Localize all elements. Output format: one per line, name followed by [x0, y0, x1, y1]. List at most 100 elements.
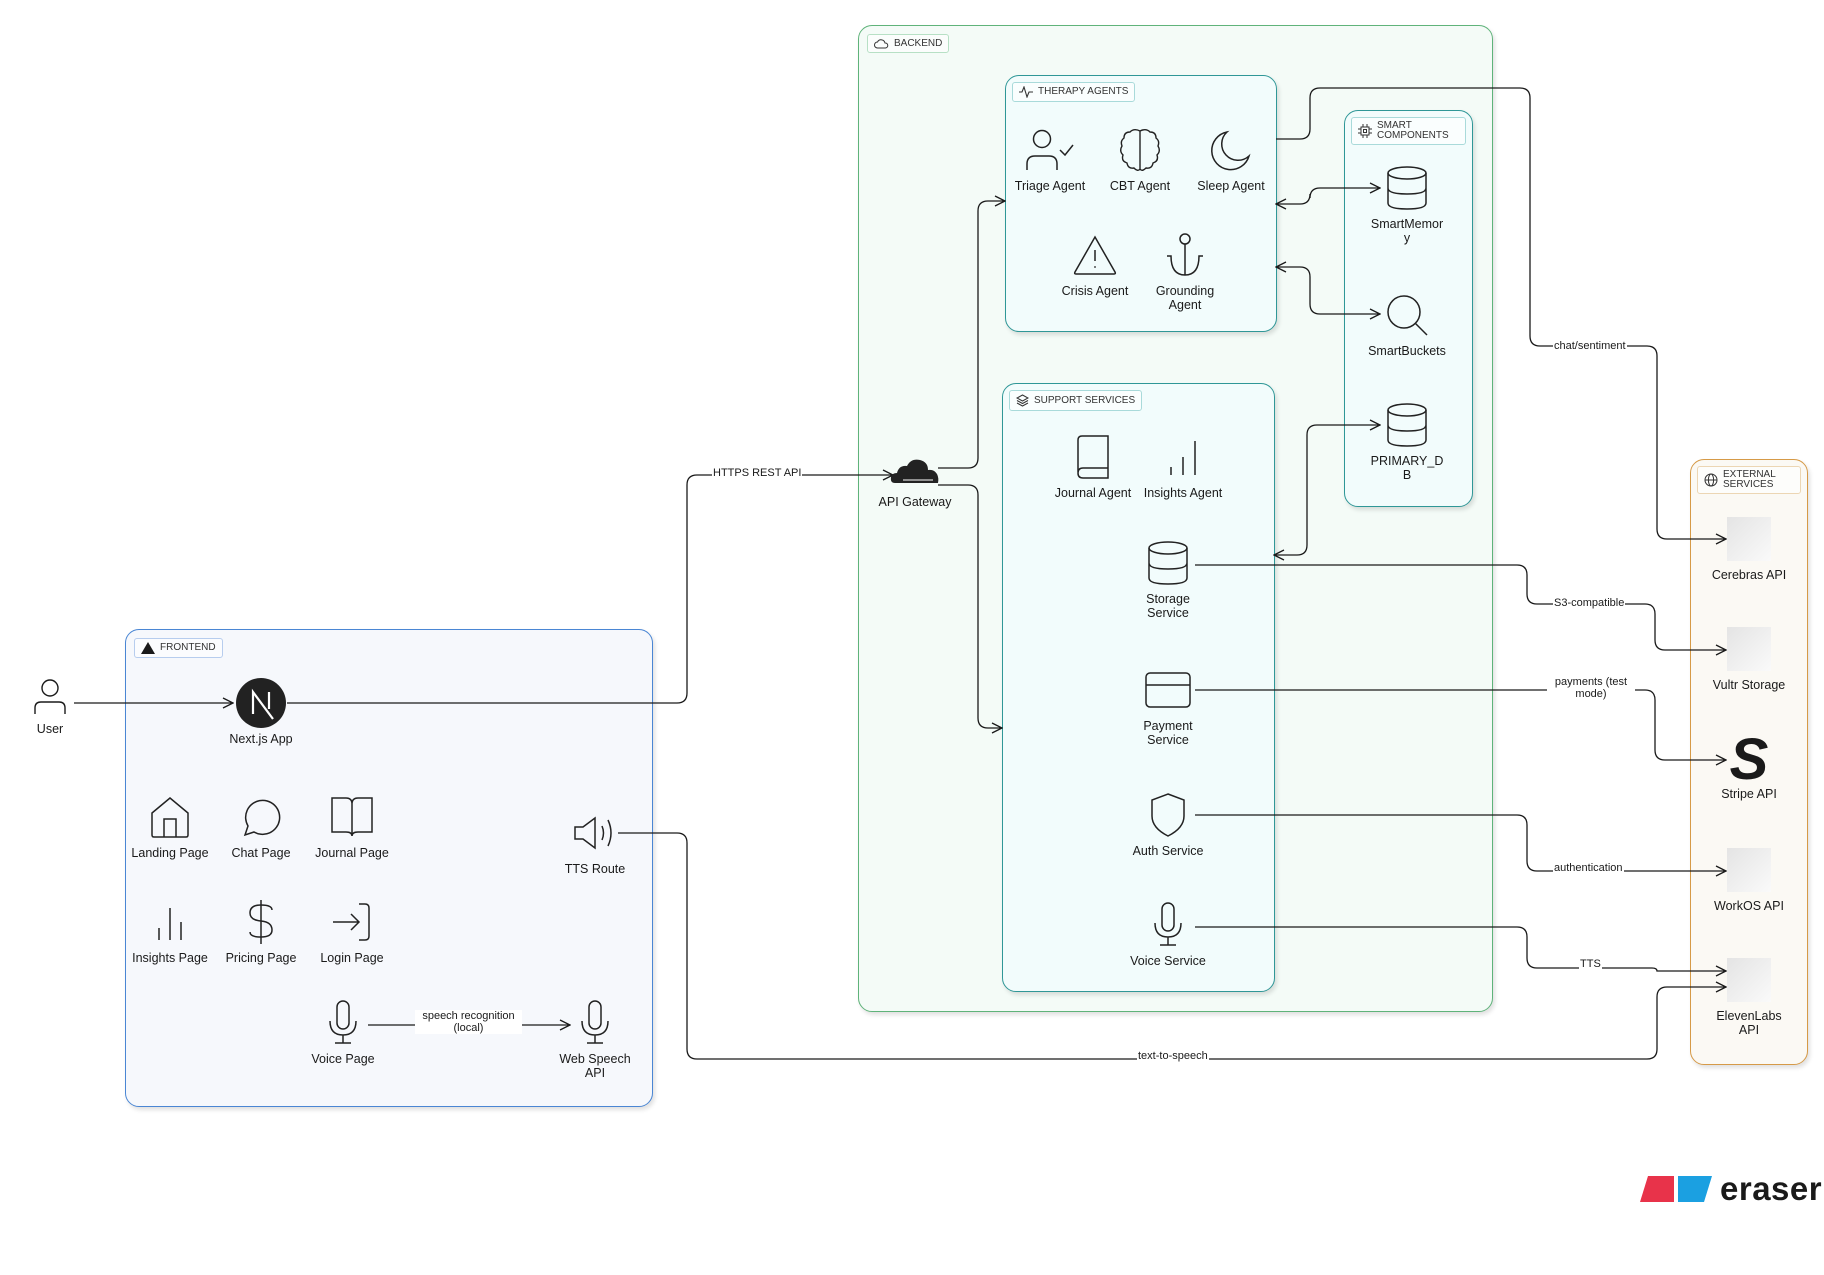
node-label: Storage Service: [1146, 592, 1190, 620]
node-pricing-page[interactable]: Pricing Page: [206, 897, 316, 965]
node-web-speech-api[interactable]: Web Speech API: [555, 998, 635, 1080]
node-sleep-agent[interactable]: Sleep Agent: [1191, 125, 1271, 193]
node-label: Voice Page: [311, 1052, 375, 1066]
node-label: TTS Route: [564, 862, 626, 876]
node-label: Landing Page: [131, 846, 209, 860]
cloudflare-icon: [890, 459, 939, 483]
node-label: Cerebras API: [1711, 568, 1787, 582]
node-label: PRIMARY_DB: [1370, 454, 1444, 482]
node-label: Auth Service: [1132, 844, 1204, 858]
node-voice-service[interactable]: Voice Service: [1113, 900, 1223, 968]
shield-icon: [1151, 793, 1185, 837]
dollar-icon: [249, 900, 273, 944]
node-label: Insights Page: [132, 951, 208, 965]
node-label: Next.js App: [229, 732, 293, 746]
node-label: Payment Service: [1143, 719, 1193, 747]
node-vultr-storage[interactable]: Vultr Storage: [1709, 624, 1789, 692]
node-label: Journal Page: [315, 846, 389, 860]
backend-title: BACKEND: [894, 37, 943, 49]
node-nextjs[interactable]: Next.js App: [206, 678, 316, 746]
node-voice-page[interactable]: Voice Page: [288, 998, 398, 1066]
warning-icon: [1073, 235, 1117, 275]
node-stripe-api[interactable]: S Stripe API: [1709, 733, 1789, 801]
node-chat-page[interactable]: Chat Page: [206, 792, 316, 860]
layers-icon: [1016, 394, 1029, 407]
anchor-icon: [1167, 233, 1203, 276]
backend-tag: BACKEND: [867, 34, 950, 53]
elevenlabs-logo-icon: [1727, 958, 1771, 1002]
therapy-agents-title: THERAPY AGENTS: [1038, 86, 1129, 97]
node-workos-api[interactable]: WorkOS API: [1709, 845, 1789, 913]
frontend-group: FRONTEND: [125, 629, 653, 1107]
support-services-tag: SUPPORT SERVICES: [1009, 390, 1143, 411]
node-user[interactable]: User: [10, 678, 90, 736]
workos-logo-icon: [1727, 848, 1771, 892]
open-book-icon: [331, 797, 373, 837]
node-label: SmartMemory: [1370, 217, 1444, 245]
node-journal-agent[interactable]: Journal Agent: [1038, 432, 1148, 500]
node-crisis-agent[interactable]: Crisis Agent: [1055, 230, 1135, 298]
microphone-icon: [581, 1000, 609, 1044]
credit-card-icon: [1145, 672, 1191, 708]
user-check-icon: [1026, 129, 1074, 170]
node-label: Crisis Agent: [1061, 284, 1129, 298]
brain-icon: [1120, 129, 1160, 171]
node-login-page[interactable]: Login Page: [297, 897, 407, 965]
node-cbt-agent[interactable]: CBT Agent: [1100, 125, 1180, 193]
search-icon: [1387, 295, 1428, 336]
support-services-title: SUPPORT SERVICES: [1034, 394, 1136, 406]
node-payment-service[interactable]: Payment Service: [1128, 665, 1208, 747]
edge-label-text-to-speech: text-to-speech: [1137, 1050, 1209, 1062]
nextjs-icon: [236, 678, 286, 728]
node-label: SmartBuckets: [1368, 344, 1446, 358]
node-label: Journal Agent: [1054, 486, 1132, 500]
edge-label-authentication: authentication: [1553, 862, 1624, 874]
node-label: Pricing Page: [225, 951, 297, 965]
node-label: API Gateway: [878, 495, 952, 509]
database-icon: [1387, 166, 1427, 210]
node-insights-agent[interactable]: Insights Agent: [1143, 432, 1223, 500]
chip-icon: [1358, 124, 1372, 138]
node-label: Insights Agent: [1143, 486, 1223, 500]
edge-label-tts: TTS: [1579, 958, 1602, 970]
node-label: Grounding Agent: [1155, 284, 1215, 312]
node-label: Login Page: [320, 951, 384, 965]
node-cerebras-api[interactable]: Cerebras API: [1709, 514, 1789, 582]
smart-components-tag: SMART COMPONENTS: [1351, 117, 1466, 145]
node-tts-route[interactable]: TTS Route: [540, 808, 650, 876]
edge-label-https: HTTPS REST API: [712, 467, 803, 479]
book-icon: [1077, 435, 1109, 479]
frontend-tag: FRONTEND: [134, 638, 223, 658]
vultr-logo-icon: [1727, 627, 1771, 671]
node-label: Web Speech API: [559, 1052, 631, 1080]
login-icon: [333, 903, 370, 941]
node-label: WorkOS API: [1714, 899, 1784, 913]
node-api-gateway[interactable]: API Gateway: [860, 451, 970, 509]
cerebras-logo-icon: [1727, 517, 1771, 561]
node-elevenlabs-api[interactable]: ElevenLabs API: [1709, 955, 1789, 1037]
node-triage-agent[interactable]: Triage Agent: [1010, 125, 1090, 193]
stripe-logo-icon: S: [1730, 733, 1769, 783]
activity-icon: [1019, 86, 1033, 98]
external-services-tag: EXTERNAL SERVICES: [1697, 466, 1801, 494]
node-auth-service[interactable]: Auth Service: [1113, 790, 1223, 858]
node-label: Stripe API: [1721, 787, 1777, 801]
speaker-icon: [574, 816, 612, 850]
node-primary-db[interactable]: PRIMARY_DB: [1367, 400, 1447, 482]
node-grounding-agent[interactable]: Grounding Agent: [1145, 230, 1225, 312]
node-label: Chat Page: [231, 846, 291, 860]
home-icon: [151, 797, 189, 838]
node-label: Vultr Storage: [1712, 678, 1786, 692]
triangle-icon: [141, 642, 155, 654]
node-insights-page[interactable]: Insights Page: [115, 897, 225, 965]
node-storage-service[interactable]: Storage Service: [1128, 538, 1208, 620]
globe-icon: [1704, 473, 1718, 487]
svg-text:S: S: [1730, 733, 1769, 783]
frontend-title: FRONTEND: [160, 642, 216, 653]
node-journal-page[interactable]: Journal Page: [297, 792, 407, 860]
eraser-logo: eraser: [1640, 1172, 1822, 1205]
node-smartbuckets[interactable]: SmartBuckets: [1367, 290, 1447, 358]
bar-chart-icon: [158, 908, 182, 940]
node-smartmemory[interactable]: SmartMemory: [1367, 163, 1447, 245]
node-landing-page[interactable]: Landing Page: [115, 792, 225, 860]
